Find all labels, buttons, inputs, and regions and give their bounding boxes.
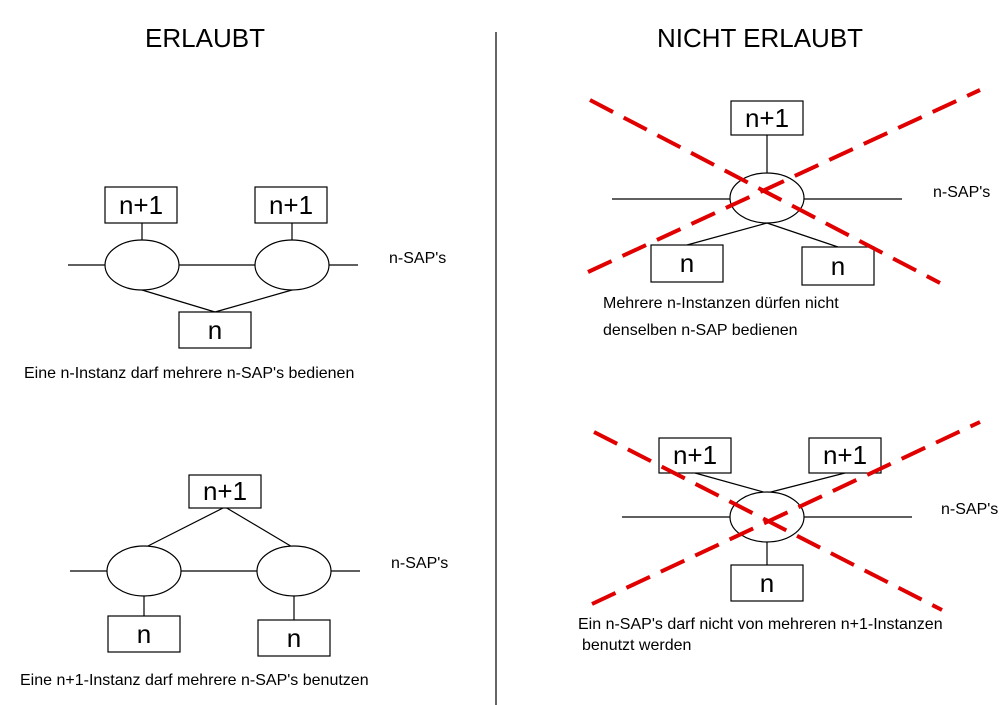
connector <box>766 472 846 494</box>
box-label: n <box>137 619 151 649</box>
cross-line <box>591 420 981 606</box>
sap-ellipse <box>256 545 332 597</box>
heading-not-allowed: NICHT ERLAUBT <box>657 23 863 53</box>
instance-box-n-plus-1 <box>104 186 178 224</box>
sap-ellipse <box>106 545 182 597</box>
box-label: n+1 <box>673 440 717 470</box>
instance-box-n <box>730 564 804 602</box>
diagram-allowed-1: n+1 n+1 n n-SAP's Eine n-Instanz darf me… <box>24 186 446 382</box>
connector <box>686 222 768 246</box>
box-label: n+1 <box>745 103 789 133</box>
caption-not-allowed-1-line2: denselben n-SAP bedienen <box>603 322 798 339</box>
heading-allowed: ERLAUBT <box>145 23 265 53</box>
instance-box-n-plus-1 <box>658 437 732 474</box>
sap-ellipse <box>729 172 805 224</box>
caption-allowed-2: Eine n+1-Instanz darf mehrere n-SAP's be… <box>20 672 369 689</box>
sap-label: n-SAP's <box>391 555 448 572</box>
instance-box-n <box>650 244 724 283</box>
caption-not-allowed-2-line1: Ein n-SAP's darf nicht von mehreren n+1-… <box>578 616 943 633</box>
connector <box>694 472 768 494</box>
cross-line <box>587 88 981 274</box>
instance-box-n <box>801 246 875 286</box>
box-label: n+1 <box>269 190 313 220</box>
instance-box-n-plus-1 <box>254 186 328 224</box>
diagram-not-allowed-2: n+1 n+1 n n-SAP's Ein n-SAP's darf nicht… <box>578 420 998 654</box>
instance-box-n <box>107 615 181 653</box>
box-label: n <box>680 248 694 278</box>
instance-box-n-plus-1 <box>730 100 804 136</box>
diagram-allowed-2: n+1 n n n-SAP's Eine n+1-Instanz darf me… <box>20 474 448 689</box>
connector <box>143 506 226 549</box>
connector <box>766 222 839 248</box>
box-label: n <box>760 568 774 598</box>
caption-not-allowed-1-line1: Mehrere n-Instanzen dürfen nicht <box>603 295 839 312</box>
sap-label: n-SAP's <box>933 184 990 201</box>
box-label: n <box>831 251 845 281</box>
connector <box>214 289 293 313</box>
sap-label: n-SAP's <box>941 501 998 518</box>
sap-label: n-SAP's <box>389 250 446 267</box>
connector <box>141 289 216 313</box>
instance-box-n-plus-1 <box>808 437 882 474</box>
box-label: n+1 <box>823 440 867 470</box>
diagram-not-allowed-1: n+1 n n n-SAP's Mehrere n-Instanzen dürf… <box>587 88 990 339</box>
connector <box>224 506 295 549</box>
sap-ellipse <box>104 239 180 291</box>
box-label: n+1 <box>119 190 163 220</box>
caption-allowed-1: Eine n-Instanz darf mehrere n-SAP's bedi… <box>24 365 354 382</box>
sap-ellipse <box>254 239 330 291</box>
caption-not-allowed-2-line2: benutzt werden <box>582 637 691 654</box>
instance-box-n-plus-1 <box>188 474 262 509</box>
box-label: n <box>287 623 301 653</box>
box-label: n <box>208 315 222 345</box>
instance-box-n <box>257 619 331 657</box>
instance-box-n <box>178 311 252 349</box>
box-label: n+1 <box>203 476 247 506</box>
